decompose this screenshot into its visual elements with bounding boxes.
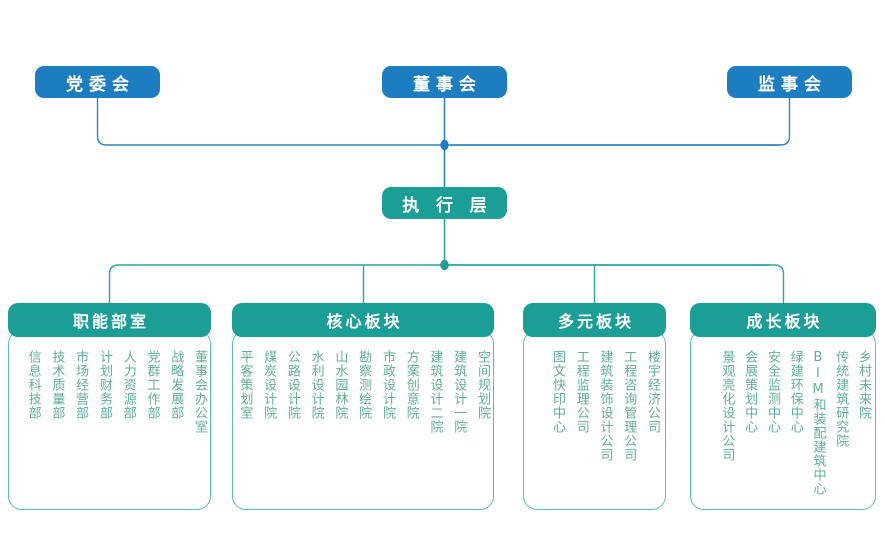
panel-header-core[interactable]: 核心板块 — [232, 303, 494, 337]
list-item[interactable]: 技术质量部 — [49, 350, 65, 420]
list-item[interactable]: 建筑设计一院 — [451, 350, 467, 434]
list-item[interactable]: 乡村未来院 — [856, 350, 871, 420]
panel-core — [232, 330, 494, 510]
node-board-of-directors[interactable]: 董事会 — [382, 66, 507, 98]
blue-junction-dot — [440, 139, 449, 151]
panel-items-functional: 董事会办公室 战略发展部 党群工作部 人力资源部 计划财务部 市场经营部 技术质… — [14, 350, 207, 434]
list-item[interactable]: 战略发展部 — [168, 350, 184, 420]
list-item[interactable]: 安全监测中心 — [764, 350, 780, 434]
list-item[interactable]: 绿建环保中心 — [787, 350, 803, 434]
list-item[interactable]: 工程监理公司 — [573, 350, 589, 434]
list-item[interactable]: 市政设计院 — [379, 350, 395, 420]
list-item[interactable]: 图文快印中心 — [549, 350, 565, 434]
list-item[interactable]: 平客策划室 — [237, 350, 253, 420]
list-item[interactable]: 山水园林院 — [332, 350, 348, 420]
panel-growth — [690, 330, 876, 510]
list-item[interactable]: 勘察测绘院 — [356, 350, 372, 420]
list-item[interactable]: 党群工作部 — [144, 350, 160, 420]
list-item[interactable]: 会展策划中心 — [742, 350, 758, 434]
list-item[interactable]: 传统建筑研究院 — [833, 350, 849, 448]
list-item[interactable]: 工程咨询管理公司 — [621, 350, 637, 462]
panel-header-growth[interactable]: 成长板块 — [690, 303, 876, 337]
list-item[interactable]: 空间规划院 — [475, 350, 490, 420]
list-item[interactable]: BIM和装配建筑中心 — [810, 350, 826, 496]
list-item[interactable]: 建筑装饰设计公司 — [597, 350, 613, 462]
list-item[interactable]: 景观亮化设计公司 — [719, 350, 735, 462]
panel-items-growth: 乡村未来院 传统建筑研究院 BIM和装配建筑中心 绿建环保中心 安全监测中心 会… — [698, 350, 871, 496]
panel-header-functional[interactable]: 职能部室 — [8, 303, 211, 337]
list-item[interactable]: 楼宇经济公司 — [645, 350, 660, 434]
panel-functional — [8, 330, 211, 510]
list-item[interactable]: 公路设计院 — [284, 350, 300, 420]
list-item[interactable]: 董事会办公室 — [192, 350, 207, 434]
list-item[interactable]: 市场经营部 — [73, 350, 89, 420]
panel-items-core: 空间规划院 建筑设计一院 建筑设计二院 方案创意院 市政设计院 勘察测绘院 山水… — [237, 350, 490, 434]
list-item[interactable]: 水利设计院 — [308, 350, 324, 420]
node-board-of-supervisors[interactable]: 监事会 — [727, 66, 852, 98]
list-item[interactable]: 人力资源部 — [120, 350, 136, 420]
list-item[interactable]: 信息科技部 — [25, 350, 41, 420]
panel-header-diversified[interactable]: 多元板块 — [523, 303, 666, 337]
panel-items-diversified: 楼宇经济公司 工程咨询管理公司 建筑装饰设计公司 工程监理公司 图文快印中心 — [531, 350, 660, 462]
list-item[interactable]: 计划财务部 — [96, 350, 112, 420]
list-item[interactable]: 煤炭设计院 — [261, 350, 277, 420]
list-item[interactable]: 方案创意院 — [403, 350, 419, 420]
list-item[interactable]: 建筑设计二院 — [427, 350, 443, 434]
node-executive-layer[interactable]: 执 行 层 — [382, 187, 507, 219]
node-party-committee[interactable]: 党委会 — [35, 66, 160, 98]
teal-junction-dot — [440, 259, 449, 271]
